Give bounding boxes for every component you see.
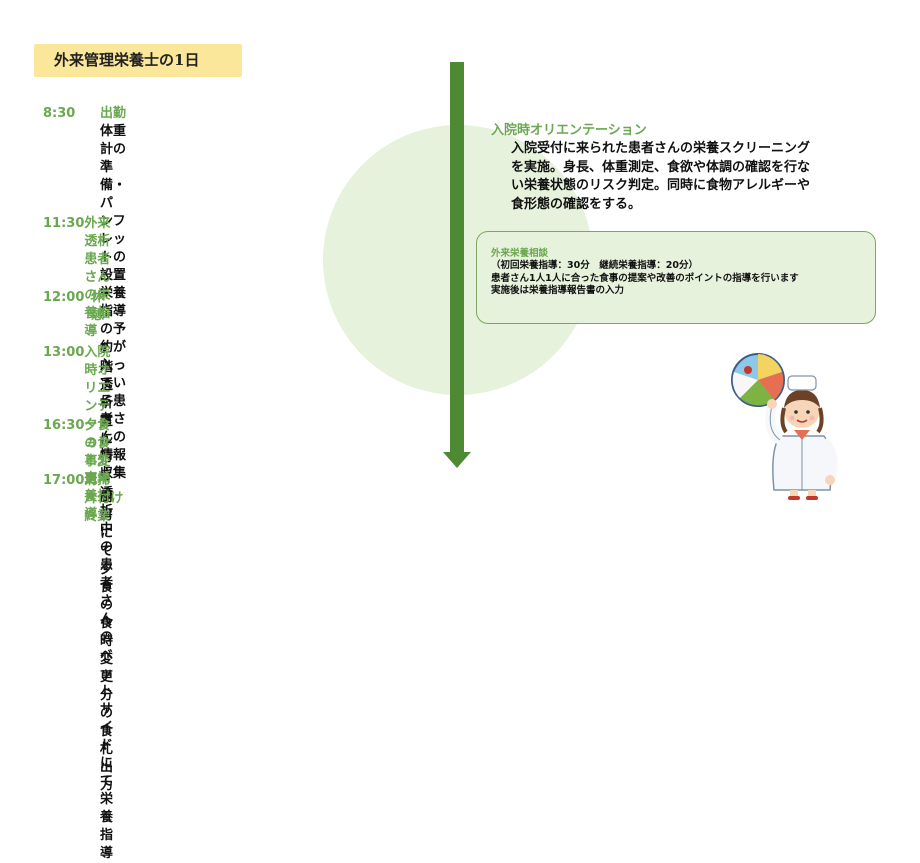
- entry-time: 13:00: [43, 345, 85, 360]
- orientation-line: 入院受付に来られた患者さんの栄養スクリーニング: [511, 141, 811, 156]
- entry-detail: 厨房にて夕食の食時変更分の食札出力: [100, 490, 114, 793]
- entry-label: 休憩: [91, 290, 105, 323]
- orientation-line: い栄養状態のリスク判定。同時に食物アレルギーや: [511, 178, 811, 193]
- entry-time: 12:00: [43, 290, 85, 305]
- schedule-entry: 12:00 休憩: [43, 289, 113, 325]
- schedule-entry: 8:30 出勤 体重計の準備・パンフレットの設置 栄養指導の予約が入っている患者さ…: [43, 105, 126, 483]
- entry-label: 出勤: [99, 106, 126, 121]
- consultation-box: 外来栄養相談 （初回栄養指導：30分 継続栄養指導：20分） 患者さん1人1人に…: [476, 231, 876, 324]
- orientation-title: 入院時オリエンテーション: [491, 123, 647, 138]
- consultation-title: 外来栄養相談: [491, 248, 549, 259]
- entry-detail: 栄養指導の予約が入っている患者さんの: [100, 286, 127, 445]
- timeline-arrow-head: [443, 452, 471, 468]
- orientation-line: を実施。身長、体重測定、食欲や体調の確認を行な: [511, 159, 811, 175]
- consultation-line: （初回栄養指導：30分 継続栄養指導：20分）: [491, 260, 698, 271]
- nutritionist-illustration-icon: [731, 353, 838, 500]
- entry-time: 8:30: [43, 106, 76, 121]
- entry-time: 16:30: [43, 418, 85, 433]
- entry-detail: 情報収集: [100, 448, 127, 481]
- consultation-line: 実施後は栄養指導報告書の入力: [491, 285, 625, 296]
- entry-label: 清掃 片付け 終業: [84, 473, 137, 524]
- orientation-line: 食形態の確認をする。: [511, 196, 642, 212]
- orientation-section: 入院時オリエンテーション 入院受付に来られた患者さんの栄養スクリーニング を実施…: [491, 122, 871, 214]
- page-title: 外来管理栄養士の1日: [34, 44, 242, 77]
- entry-time: 11:30: [43, 216, 85, 231]
- entry-label: 外来透析患者さんの栄養指導: [84, 216, 111, 339]
- consultation-line: 患者さん1人1人に合った食事の提案や改善のポイントの指導を行います: [491, 272, 799, 284]
- timeline-arrow-shaft: [450, 62, 464, 454]
- entry-label: 夕食の食事変更: [84, 418, 111, 487]
- entry-detail: 体重計の準備・パンフレットの設置: [100, 124, 127, 283]
- entry-time: 17:00: [43, 473, 85, 488]
